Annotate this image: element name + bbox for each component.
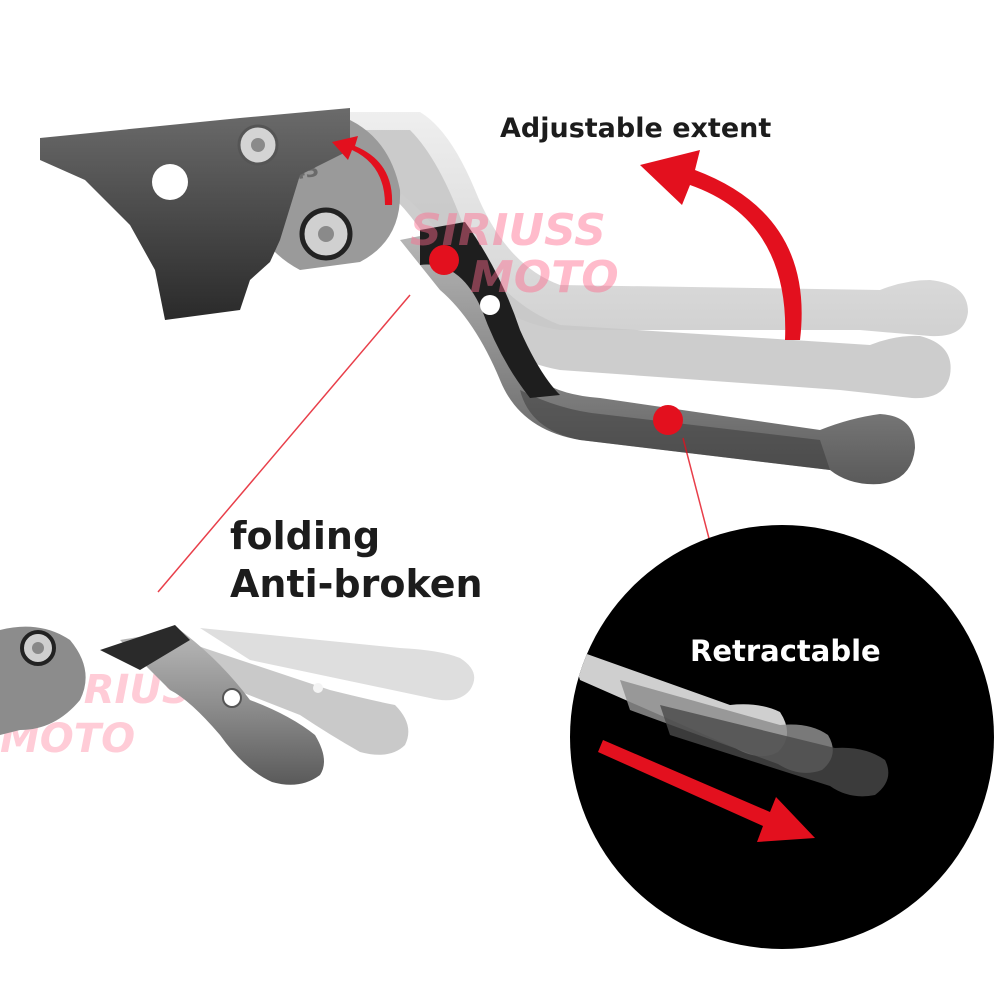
folded-lever-hole — [313, 683, 323, 693]
dial-arrow-icon — [332, 136, 393, 205]
straight-red-arrow-icon — [598, 740, 815, 842]
anti-broken-label: Anti-broken — [230, 562, 483, 606]
watermark: SIRIUSS MOTO SIRIUSS MOTO — [0, 205, 619, 762]
pivot-bolt-upper-center — [251, 138, 265, 152]
watermark-line1: SIRIUSS — [410, 205, 606, 256]
watermark-line2: MOTO — [470, 252, 619, 303]
inset-lever-dark — [660, 705, 889, 797]
curved-red-arrow-icon — [640, 150, 802, 340]
retractable-label: Retractable — [690, 634, 881, 668]
leader-line-folding — [157, 294, 411, 593]
folded-lever-ghost-mid — [180, 640, 409, 755]
folding-label: folding — [230, 514, 381, 558]
retractable-inset — [570, 525, 994, 949]
red-dot-marker-icon — [653, 405, 683, 435]
folded-lever-hole — [222, 688, 242, 708]
folding-lever-assembly — [0, 625, 475, 785]
lever-hole — [480, 295, 500, 315]
lever-bracket — [40, 108, 350, 320]
red-dot-marker-icon — [429, 245, 459, 275]
folded-pivot-bolt-center — [32, 642, 44, 654]
folded-lever-bracket — [100, 625, 190, 670]
adjustable-extent-label: Adjustable extent — [500, 113, 772, 144]
folded-lever-main — [120, 630, 324, 785]
leader-line-retractable — [682, 437, 713, 551]
pivot-bolt-lower-center — [318, 226, 334, 242]
bracket-mount-hole — [152, 164, 188, 200]
folded-lever-ghost-back — [200, 628, 475, 701]
